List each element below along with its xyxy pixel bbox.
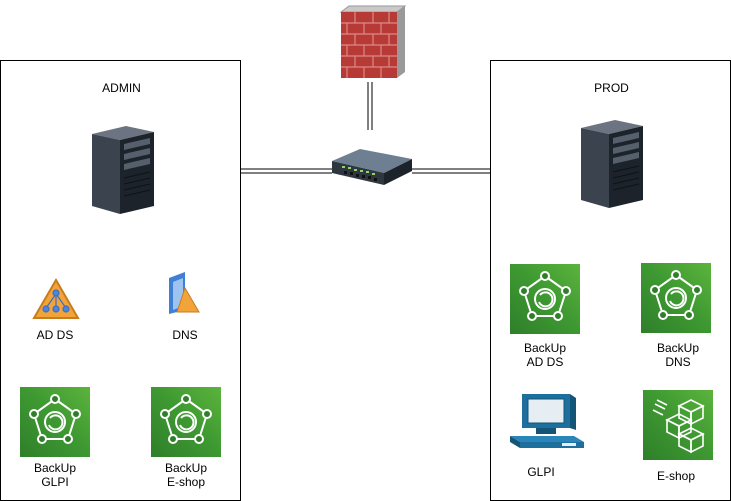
workstation-icon[interactable] bbox=[508, 392, 586, 450]
backup-dns-icon[interactable] bbox=[641, 263, 711, 333]
prod-group-title: PROD bbox=[594, 81, 629, 95]
active-directory-icon[interactable] bbox=[32, 278, 80, 320]
admin-group-title: ADMIN bbox=[102, 81, 141, 95]
backup-eshop-label: BackUp E-shop bbox=[164, 461, 208, 489]
firewall-icon[interactable] bbox=[333, 2, 407, 82]
dns-label: DNS bbox=[172, 328, 198, 342]
dns-icon[interactable] bbox=[163, 270, 203, 316]
admin-server-icon[interactable] bbox=[88, 124, 158, 216]
adds-label: AD DS bbox=[36, 328, 74, 342]
backup-glpi-label: BackUp GLPI bbox=[33, 461, 77, 489]
backup-adds-icon[interactable] bbox=[510, 264, 580, 334]
network-switch-icon[interactable] bbox=[330, 145, 414, 191]
cubes-icon[interactable] bbox=[643, 390, 713, 460]
prod-server-icon[interactable] bbox=[577, 118, 647, 210]
eshop-label: E-shop bbox=[656, 469, 696, 483]
glpi-label: GLPI bbox=[527, 465, 555, 479]
backup-glpi-icon[interactable] bbox=[20, 387, 90, 457]
backup-adds-label: BackUp AD DS bbox=[523, 341, 567, 369]
backup-dns-label: BackUp DNS bbox=[656, 341, 700, 369]
backup-eshop-icon[interactable] bbox=[151, 387, 221, 457]
